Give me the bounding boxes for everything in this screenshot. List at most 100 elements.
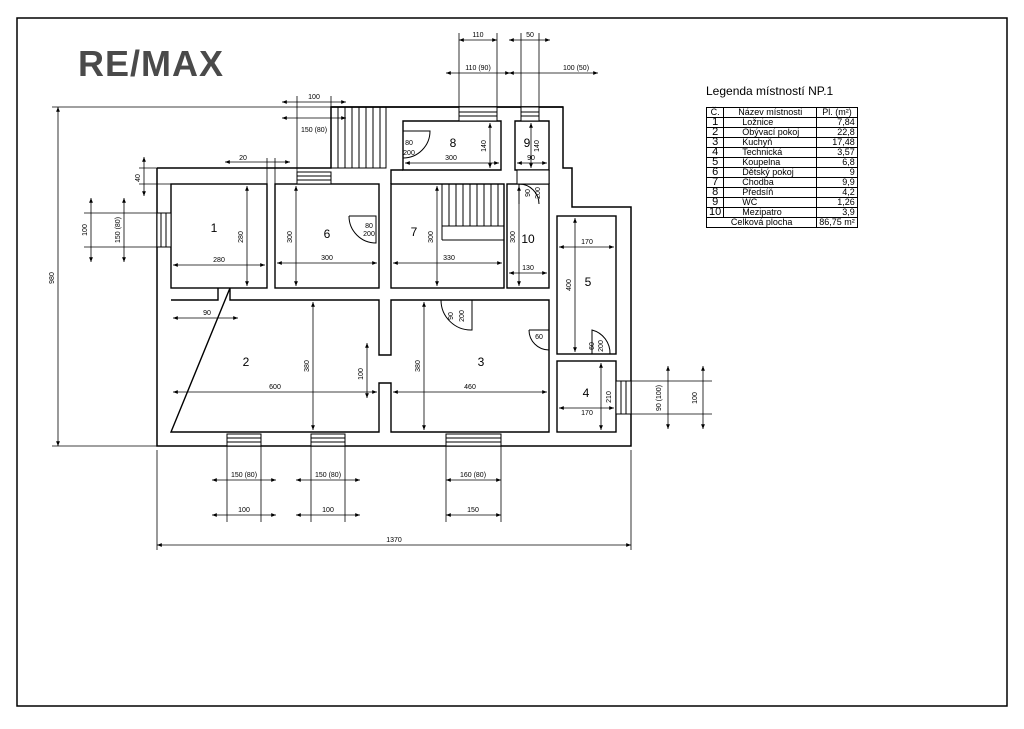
room-number: 3 [478,355,485,369]
room-7-outline [390,183,505,289]
window-right [615,380,632,415]
dim-label: 90 [448,312,455,320]
dim-label: 300 [445,155,457,162]
room-number: 9 [524,136,531,150]
door-3-5 [528,329,550,351]
legend-cell-name: Koupelna [723,157,818,168]
dim-label: 380 [415,360,422,372]
legend-total-row: Celková plocha 86,75 m² [705,217,858,228]
dim-label: 300 [287,231,294,243]
dim-label: 140 [481,140,488,152]
dim-label: 980 [49,272,56,284]
dim-label: 150 (80) [231,472,257,479]
dim-label: 40 [135,174,142,182]
dim-label: 460 [464,384,476,391]
door-5 [591,329,611,355]
dimension-labels: 1370 980 280 280 300 300 330 300 130 300… [49,32,699,544]
dim-label: 280 [213,257,225,264]
room-number: 8 [450,136,457,150]
living-kitchen-outline [169,287,550,433]
dim-label: 110 (90) [465,65,491,72]
legend-cell-name: Obývací pokoj [723,127,818,138]
legend-cell-area: 3,9 [816,207,858,218]
room-number: 1 [211,221,218,235]
dim-label: 90 [527,155,535,162]
room-1-outline [170,183,268,289]
dim-label: 330 [443,255,455,262]
room-numbers: 1 2 3 4 5 6 7 8 9 10 [211,136,592,400]
dim-label: 150 [467,507,479,514]
window-left [156,212,172,248]
legend-cell-name: Kuchyň [723,137,818,148]
dim-label: 60 [589,342,596,350]
legend-cell-n: 10 [705,207,725,218]
legend-header-row: Č. Název místnosti Pl. (m²) [705,107,858,118]
legend-cell-area: 1,26 [816,197,858,208]
window-room10 [516,169,550,185]
dim-label: 80 [365,223,373,230]
dim-label: 90 [203,310,211,317]
door-7-3 [440,299,473,331]
legend-header: Pl. (m²) [816,107,858,118]
windows [156,106,632,447]
legend-cell-name: Mezipatro [723,207,818,218]
window-b1 [226,433,262,447]
dim-label: 200 [363,231,375,238]
dim-label: 100 [358,368,365,380]
legend-cell-name: Ložnice [723,117,818,128]
window-room6 [296,171,332,185]
room-number: 6 [324,227,331,241]
room-5-outline [556,215,617,355]
dim-label: 80 [405,140,413,147]
door-6 [348,215,377,244]
legend-title: Legenda místností NP.1 [706,84,834,98]
dim-label: 210 [606,391,613,403]
window-b2 [310,433,346,447]
legend-cell-area: 4,2 [816,187,858,198]
room-number: 5 [585,275,592,289]
legend-cell-area: 17,48 [816,137,858,148]
stairs-lower [441,183,505,241]
room-number: 7 [411,225,418,239]
dim-label: 300 [510,231,517,243]
dim-label: 400 [566,279,573,291]
room-number: 2 [243,355,250,369]
dim-label: 100 [308,94,320,101]
dim-label: 280 [238,231,245,243]
legend-total-label: Celková plocha [705,217,818,228]
window-room9 [520,106,540,122]
dim-label: 100 [238,507,250,514]
legend-cell-area: 9 [816,167,858,178]
stairs-upper [330,106,387,169]
window-b3 [445,433,502,447]
dim-label: 150 (80) [115,217,122,243]
legend-cell-area: 6,8 [816,157,858,168]
dim-label: 300 [321,255,333,262]
dim-label: 300 [428,231,435,243]
dim-label: 150 (80) [315,472,341,479]
dim-label: 20 [239,155,247,162]
legend-cell-name: Chodba [723,177,818,188]
dim-label: 60 [535,334,543,341]
room-number: 10 [521,232,535,246]
room-number: 4 [583,386,590,400]
dim-label: 100 [82,224,89,236]
dim-label: 1370 [386,537,402,544]
page-border [16,17,1008,707]
legend-cell-name: WC [723,197,818,208]
legend-cell-name: Předsíň [723,187,818,198]
dim-label: 100 [322,507,334,514]
legend-cell-area: 9,9 [816,177,858,188]
legend-cell-area: 22,8 [816,127,858,138]
